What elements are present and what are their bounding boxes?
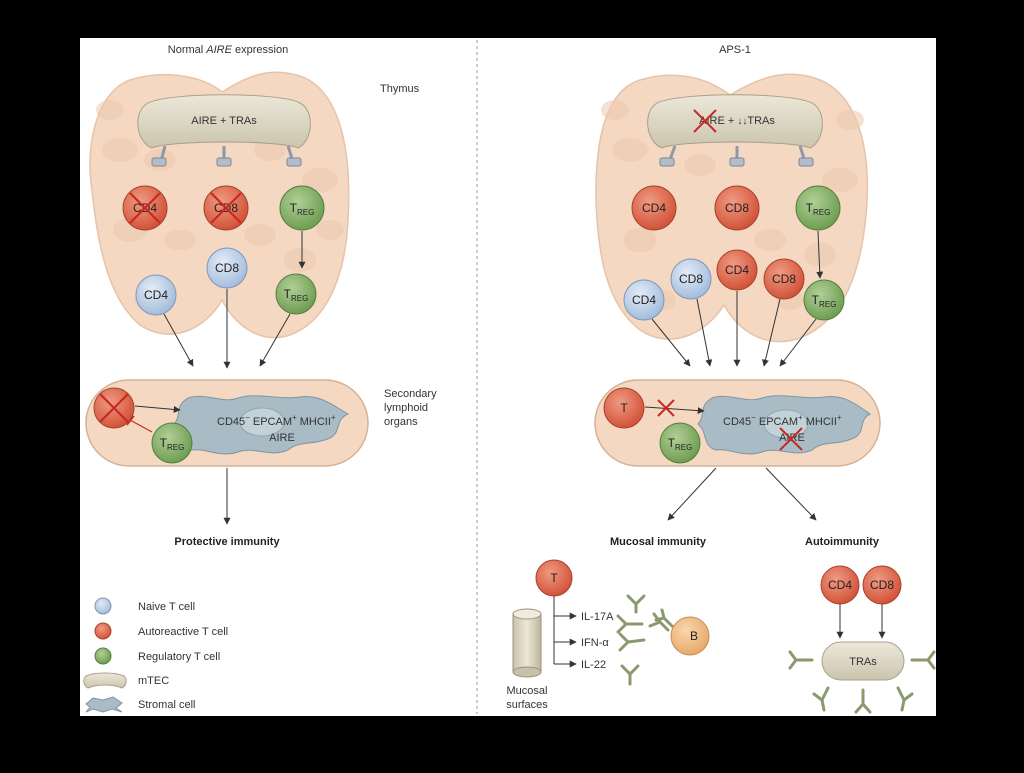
cd4-label: CD4 <box>642 201 666 215</box>
cell-auto-cd4-right: CD4 <box>716 249 758 291</box>
cell-treg-secondary-left: TREG <box>151 422 193 464</box>
red-x-icon <box>99 393 129 423</box>
red-x-icon <box>657 399 675 417</box>
legend-autoreactive: Autoreactive T cell <box>94 622 228 640</box>
treg-label: TREG <box>290 201 315 217</box>
legend-stromal-label: Stromal cell <box>138 699 195 711</box>
cytokine-il22: IL-22 <box>581 659 606 671</box>
treg-label: TREG <box>160 436 185 452</box>
mtec-left-label: AIRE + TRAs <box>191 115 257 127</box>
mucosal-surface-cylinder <box>512 608 542 678</box>
cell-treg-thymus-left: TREG <box>279 185 325 231</box>
left-panel: Normal AIRE expression Thymus AIRE + TRA… <box>83 44 437 713</box>
cell-naive-cd4-left: CD4 <box>135 274 177 316</box>
legend-stromal: Stromal cell <box>85 696 195 713</box>
cell-cd8-deleted: CD8 <box>203 185 249 231</box>
cytokine-il17a: IL-17A <box>581 611 614 623</box>
cytokine-ifna: IFN-α <box>581 637 609 649</box>
cell-treg-migrated-right: TREG <box>803 279 845 321</box>
cell-naive-cd8-right: CD8 <box>670 258 712 300</box>
b-label: B <box>690 629 698 643</box>
cell-cd8-thymus-right: CD8 <box>714 185 760 231</box>
red-x-icon <box>210 192 242 224</box>
cell-t-mucosal: T <box>535 559 573 597</box>
stromal-left-aire: AIRE <box>269 432 295 444</box>
naive-cd4-label: CD4 <box>144 288 168 302</box>
right-panel: APS-1 AIRE + ↓↓TRAs CD4 <box>506 44 936 714</box>
secondary-lymphoid-organ-right: CD45− EPCAM+ MHCII+ AIRE T TREG <box>594 379 881 467</box>
autoantibody-icons <box>788 650 936 714</box>
legend-mtec: mTEC <box>83 672 169 689</box>
legend-naive: Naive T cell <box>94 597 195 615</box>
secondary-lymphoid-organ-left: CD45− EPCAM+ MHCII+ AIRE TREG <box>85 379 369 467</box>
treg-label: TREG <box>284 287 309 303</box>
mucosal-surface-label-1: Mucosal <box>507 685 548 697</box>
mucosal-surface-label-2: surfaces <box>506 699 548 711</box>
outcome-autoimmunity: Autoimmunity <box>805 536 880 548</box>
naive-cd8-label: CD8 <box>679 272 703 286</box>
legend-mtec-label: mTEC <box>138 675 169 687</box>
cell-treg-migrated-left: TREG <box>275 273 317 315</box>
tras-label: TRAs <box>849 656 877 668</box>
cell-cd4-thymus-right: CD4 <box>631 185 677 231</box>
treg-label: TREG <box>806 201 831 217</box>
cell-t-secondary-right: T <box>603 387 645 429</box>
outcome-mucosal: Mucosal immunity <box>610 536 707 548</box>
cell-naive-cd8-left: CD8 <box>206 247 248 289</box>
legend-regulatory-label: Regulatory T cell <box>138 651 220 663</box>
antibody-icons <box>616 594 670 686</box>
legend: Naive T cell Autoreactive T cell Regulat… <box>83 597 228 713</box>
stromal-left-text: CD45− EPCAM+ MHCII+ <box>217 413 336 428</box>
mtec-left <box>137 94 311 149</box>
secondary-label-1: Secondary <box>384 388 437 400</box>
t-label: T <box>620 401 628 415</box>
cd8-label: CD8 <box>725 201 749 215</box>
cell-auto-cd8-right: CD8 <box>763 258 805 300</box>
red-x-icon <box>129 192 161 224</box>
cell-treg-thymus-right: TREG <box>795 185 841 231</box>
thymus-label: Thymus <box>380 83 420 95</box>
t-mucosal-label: T <box>550 571 558 585</box>
secondary-label-2: lymphoid <box>384 402 428 414</box>
auto-cd4-label: CD4 <box>725 263 749 277</box>
outcome-protective: Protective immunity <box>174 536 280 548</box>
legend-naive-label: Naive T cell <box>138 601 195 613</box>
mtec-right <box>647 94 823 149</box>
tras-tissue <box>821 641 905 681</box>
left-title: Normal AIRE expression <box>168 44 288 56</box>
secondary-label-3: organs <box>384 416 418 428</box>
treg-label: TREG <box>668 436 693 452</box>
cell-b: B <box>670 616 710 656</box>
legend-regulatory: Regulatory T cell <box>94 647 220 665</box>
cell-naive-cd4-right: CD4 <box>623 279 665 321</box>
autoimmunity-detail: CD4 CD8 TRAs <box>788 565 936 714</box>
mucosal-detail: Mucosal surfaces T IL-17A IFN-α IL-22 <box>506 559 710 711</box>
red-x-icon <box>779 427 803 451</box>
naive-cd8-label: CD8 <box>215 261 239 275</box>
cell-treg-secondary-right: TREG <box>659 422 701 464</box>
right-title: APS-1 <box>719 44 751 56</box>
legend-autoreactive-label: Autoreactive T cell <box>138 626 228 638</box>
auto-cd8-label: CD8 <box>772 272 796 286</box>
cell-cd4-deleted: CD4 <box>122 185 168 231</box>
cell-cd4-auto: CD4 <box>820 565 860 605</box>
red-x-icon <box>693 109 717 133</box>
naive-cd4-label: CD4 <box>632 293 656 307</box>
auto-cd4-label: CD4 <box>828 578 852 592</box>
auto-cd8-label: CD8 <box>870 578 894 592</box>
cell-cd8-auto: CD8 <box>862 565 902 605</box>
stromal-right-text: CD45− EPCAM+ MHCII+ <box>723 413 842 428</box>
treg-label: TREG <box>812 293 837 309</box>
